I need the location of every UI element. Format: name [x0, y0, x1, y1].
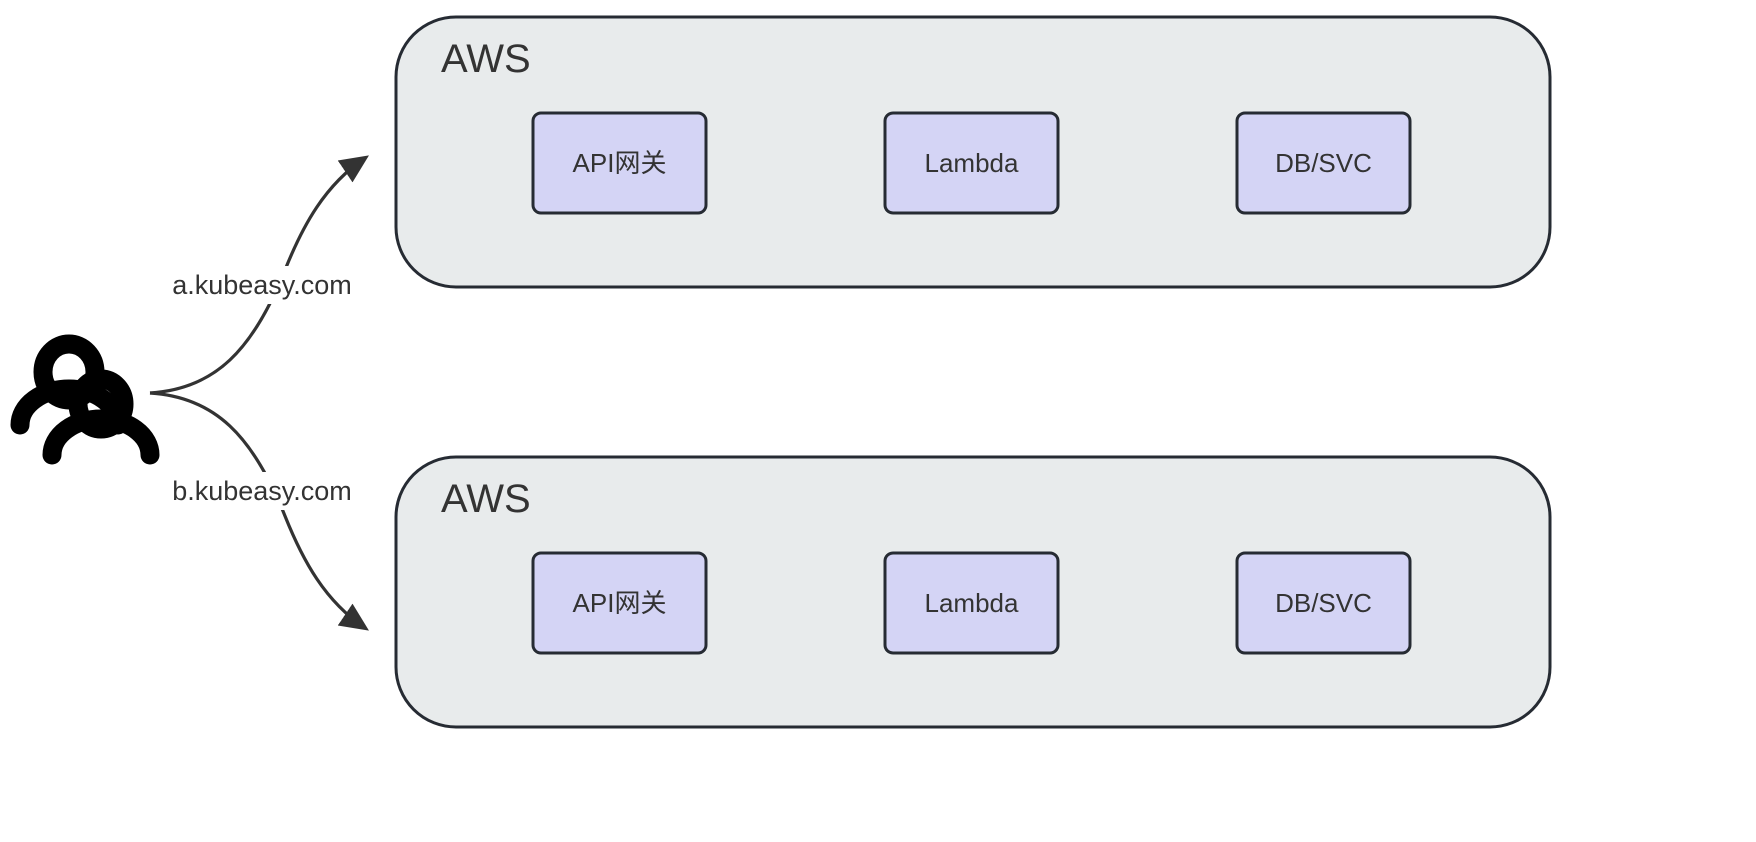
aws-cluster-1-title: AWS [441, 37, 531, 81]
aws-cluster-2-title: AWS [441, 477, 531, 521]
edge-b-kubeasy-label-group: b.kubeasy.com [172, 472, 352, 510]
node-lambda-1-label: Lambda [925, 148, 1019, 178]
node-api-gateway-2-box [531, 551, 708, 655]
users-icon-body-front [42, 409, 160, 465]
aws-cluster-1[interactable]: AWS API网关 Lambda DB/SVC [394, 15, 1552, 289]
node-api-gateway-1[interactable]: API网关 [531, 111, 708, 215]
node-db-svc-2[interactable]: DB/SVC [1235, 551, 1412, 655]
users-icon[interactable] [10, 294, 160, 465]
node-lambda-1[interactable]: Lambda [883, 111, 1060, 215]
edge-b-kubeasy-label: b.kubeasy.com [172, 476, 352, 506]
edge-a-kubeasy-label: a.kubeasy.com [172, 270, 352, 300]
node-db-svc-1-box [1235, 111, 1412, 215]
node-api-gateway-1-box [531, 111, 708, 215]
node-db-svc-1[interactable]: DB/SVC [1235, 111, 1412, 215]
node-lambda-2-label: Lambda [925, 588, 1019, 618]
aws-cluster-2[interactable]: AWS API网关 Lambda DB/SVC [394, 455, 1552, 729]
node-db-svc-2-label: DB/SVC [1275, 588, 1372, 618]
users-icon-body-back [10, 379, 128, 435]
node-lambda-1-box [883, 111, 1060, 215]
node-lambda-2-box [883, 551, 1060, 655]
node-db-svc-2-box [1235, 551, 1412, 655]
node-api-gateway-1-label: API网关 [573, 148, 667, 178]
node-db-svc-1-label: DB/SVC [1275, 148, 1372, 178]
edge-b-kubeasy[interactable] [149, 391, 369, 631]
users-icon-head-front [68, 369, 134, 439]
node-lambda-2[interactable]: Lambda [883, 551, 1060, 655]
edge-a-kubeasy-label-group: a.kubeasy.com [172, 266, 352, 304]
node-api-gateway-2-label: API网关 [573, 588, 667, 618]
node-api-gateway-2[interactable]: API网关 [531, 551, 708, 655]
edge-b-kubeasy-path [149, 391, 369, 631]
